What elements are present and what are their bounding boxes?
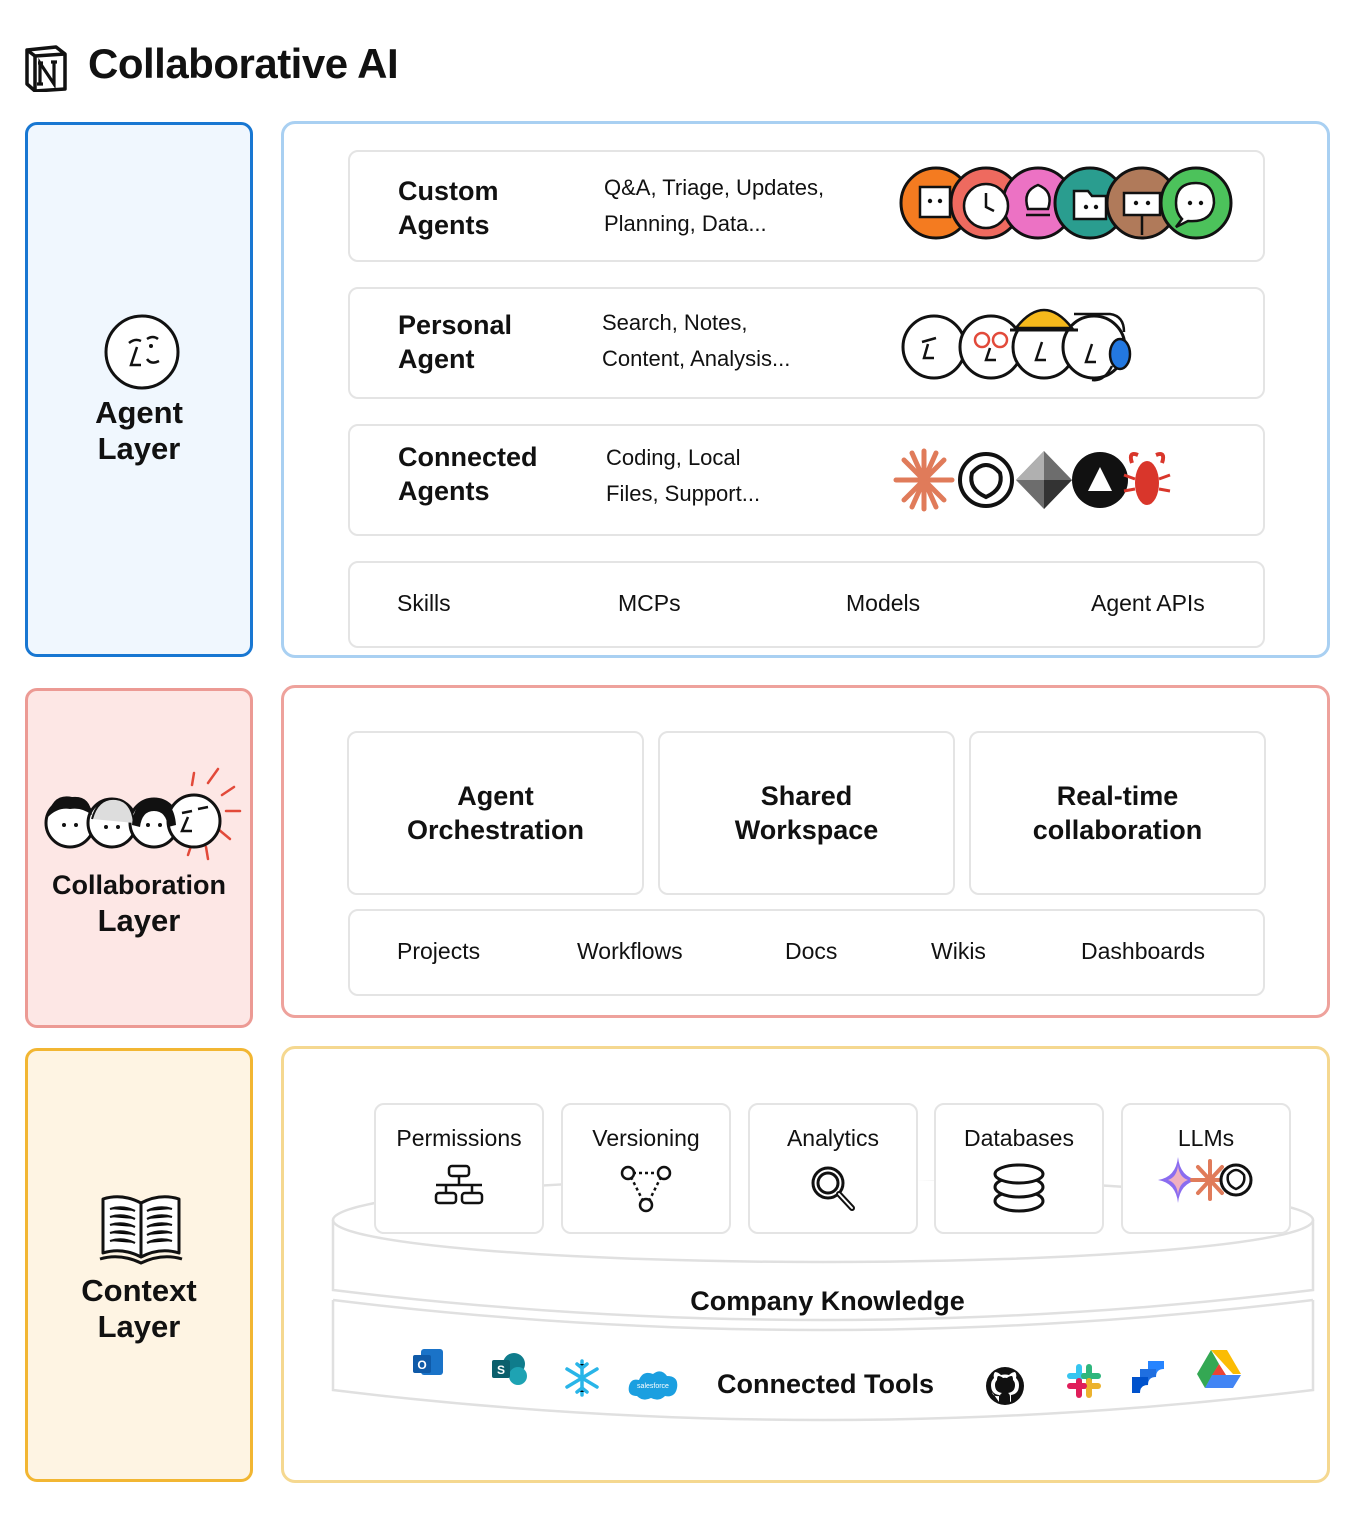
agent-face-icon: [104, 314, 180, 390]
databases-label: Databases: [964, 1125, 1074, 1151]
custom-agents-avatars-icon: [899, 166, 1233, 240]
llm-logos-icon: [1158, 1157, 1253, 1203]
svg-text:O: O: [417, 1358, 426, 1372]
agent-orchestration-tile[interactable]: Agent Orchestration: [347, 731, 644, 895]
chip-models[interactable]: Models: [846, 590, 921, 616]
custom-agents-desc-2: Planning, Data...: [604, 211, 767, 236]
chip-workflows[interactable]: Workflows: [577, 938, 683, 964]
custom-agents-title-2: Agents: [398, 210, 490, 240]
versioning-label: Versioning: [592, 1125, 700, 1151]
realtime-collaboration-tile[interactable]: Real-time collaboration: [969, 731, 1266, 895]
context-layer-card: Context Layer: [25, 1048, 253, 1482]
custom-agents-title: Custom: [398, 176, 499, 206]
connected-agents-title: Connected: [398, 442, 538, 472]
page-title: Collaborative AI: [88, 40, 399, 87]
connected-agents-desc: Coding, Local: [606, 445, 741, 470]
svg-text:S: S: [497, 1363, 505, 1377]
databases-tile[interactable]: Databases: [934, 1103, 1104, 1234]
agent-layer-subtitle: Layer: [97, 431, 181, 466]
agent-orchestration-title: Agent: [457, 781, 534, 811]
chip-projects[interactable]: Projects: [397, 938, 481, 964]
llms-tile[interactable]: LLMs: [1121, 1103, 1291, 1234]
connected-agents-desc-2: Files, Support...: [606, 481, 761, 506]
chip-dashboards[interactable]: Dashboards: [1081, 938, 1206, 964]
analytics-tile[interactable]: Analytics: [748, 1103, 918, 1234]
outlook-icon: O: [413, 1349, 443, 1375]
connected-agents-logos-icon: [893, 448, 1171, 512]
salesforce-icon: salesforce: [628, 1371, 678, 1400]
agent-orchestration-title-2: Orchestration: [406, 815, 585, 845]
connected-tools-label: Connected Tools: [717, 1369, 935, 1399]
collab-content-bar: [348, 909, 1265, 996]
personal-agent-desc: Search, Notes,: [602, 310, 748, 335]
context-layer-subtitle: Layer: [97, 1309, 181, 1344]
shared-workspace-title: Shared: [760, 781, 853, 811]
collaboration-layer-title: Collaboration: [52, 870, 226, 900]
personal-agent-title-2: Agent: [398, 344, 475, 374]
permissions-label: Permissions: [396, 1125, 522, 1151]
jira-icon: [1132, 1361, 1164, 1393]
salesforce-text: salesforce: [637, 1383, 669, 1390]
shared-workspace-tile[interactable]: Shared Workspace: [658, 731, 955, 895]
sharepoint-icon: S: [492, 1353, 527, 1385]
shared-workspace-title-2: Workspace: [734, 815, 879, 845]
chip-agent-apis[interactable]: Agent APIs: [1091, 590, 1205, 616]
agent-layer-card: Agent Layer: [25, 122, 253, 657]
slack-icon: [1067, 1364, 1101, 1398]
google-drive-icon: [1197, 1350, 1241, 1388]
personal-agent-avatars-icon: [901, 308, 1132, 382]
versioning-tile[interactable]: Versioning: [561, 1103, 731, 1234]
llms-label: LLMs: [1177, 1125, 1235, 1151]
personal-agent-title: Personal: [398, 310, 513, 340]
chip-docs[interactable]: Docs: [785, 938, 838, 964]
notion-logo-icon: [25, 45, 67, 92]
magnifier-icon: [811, 1166, 855, 1211]
company-knowledge-label: Company Knowledge: [690, 1286, 965, 1316]
context-layer-title: Context: [81, 1273, 197, 1308]
version-graph-icon: [620, 1165, 672, 1213]
analytics-label: Analytics: [786, 1125, 880, 1151]
agent-layer-title: Agent: [95, 395, 183, 430]
chip-wikis[interactable]: Wikis: [931, 938, 986, 964]
team-avatars-icon: [44, 767, 242, 861]
realtime-collaboration-title: Real-time: [1056, 781, 1179, 811]
database-icon: [993, 1163, 1045, 1213]
github-icon: [986, 1367, 1024, 1405]
snowflake-icon: [565, 1359, 599, 1397]
chip-mcps[interactable]: MCPs: [618, 590, 681, 616]
agent-capabilities-bar: [348, 561, 1265, 648]
realtime-collaboration-title-2: collaboration: [1032, 815, 1203, 845]
hierarchy-icon: [434, 1164, 484, 1205]
collaboration-layer-subtitle: Layer: [97, 903, 181, 938]
collaboration-layer-card: Collaboration Layer: [25, 688, 253, 1028]
chip-skills[interactable]: Skills: [397, 590, 451, 616]
personal-agent-desc-2: Content, Analysis...: [602, 346, 791, 371]
open-book-icon: [99, 1195, 183, 1265]
custom-agents-desc: Q&A, Triage, Updates,: [604, 175, 825, 200]
permissions-tile[interactable]: Permissions: [374, 1103, 544, 1234]
connected-agents-title-2: Agents: [398, 476, 490, 506]
